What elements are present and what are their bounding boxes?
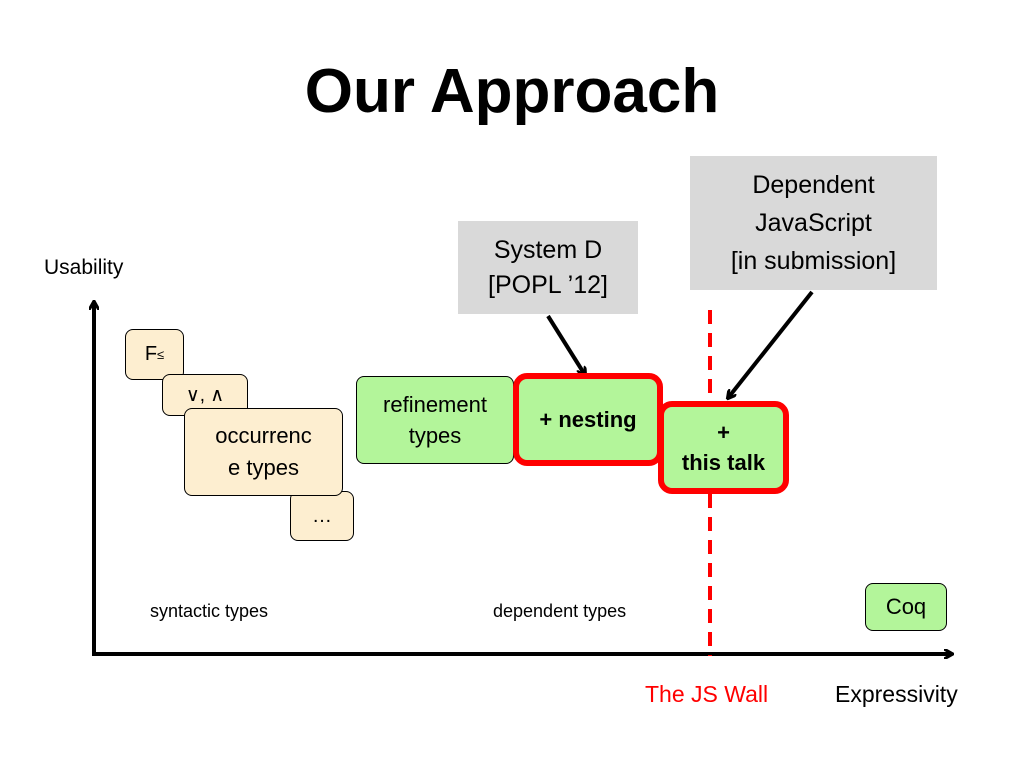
- system-d-line-1: System D: [493, 235, 603, 264]
- js-wall-label: The JS Wall: [645, 681, 769, 707]
- slide-title: Our Approach: [304, 57, 720, 126]
- refinement-types-box: refinement types: [356, 376, 514, 464]
- occurrence-line-2: e types: [228, 455, 299, 480]
- coq-text: Coq: [885, 594, 927, 619]
- system-d-line-2: [POPL ’12]: [488, 270, 608, 299]
- y-axis-label: Usability: [44, 256, 124, 279]
- f-sub-subscript: ≤: [157, 347, 165, 362]
- refinement-line-2: types: [408, 423, 462, 448]
- syntactic-types-label: syntactic types: [150, 601, 269, 621]
- djs-line-1: Dependent: [752, 171, 875, 199]
- this-talk-line-1: +: [717, 419, 730, 445]
- ellipsis-box: …: [290, 491, 354, 541]
- system-d-arrow: [546, 314, 585, 375]
- djs-callout: Dependent JavaScript [in submission]: [690, 156, 937, 290]
- f-sub-box: F≤: [125, 329, 184, 380]
- x-axis-label: Expressivity: [835, 681, 958, 707]
- djs-line-3: [in submission]: [730, 247, 897, 275]
- system-d-callout: System D [POPL ’12]: [458, 221, 638, 314]
- union-intersection-text: ∨, ∧: [185, 384, 225, 406]
- occurrence-types-box: occurrenc e types: [184, 408, 343, 496]
- djs-arrow: [728, 290, 814, 398]
- f-sub-text: F: [144, 343, 158, 365]
- nesting-text: + nesting: [539, 406, 637, 432]
- this-talk-box: + this talk: [658, 401, 789, 494]
- occurrence-line-1: occurrenc: [215, 423, 312, 448]
- this-talk-line-2: this talk: [681, 449, 766, 475]
- refinement-line-1: refinement: [383, 392, 487, 417]
- coq-box: Coq: [865, 583, 947, 631]
- nesting-box: + nesting: [513, 373, 663, 466]
- dependent-types-label: dependent types: [493, 601, 627, 621]
- djs-line-2: JavaScript: [755, 209, 872, 237]
- ellipsis-text: …: [312, 504, 332, 527]
